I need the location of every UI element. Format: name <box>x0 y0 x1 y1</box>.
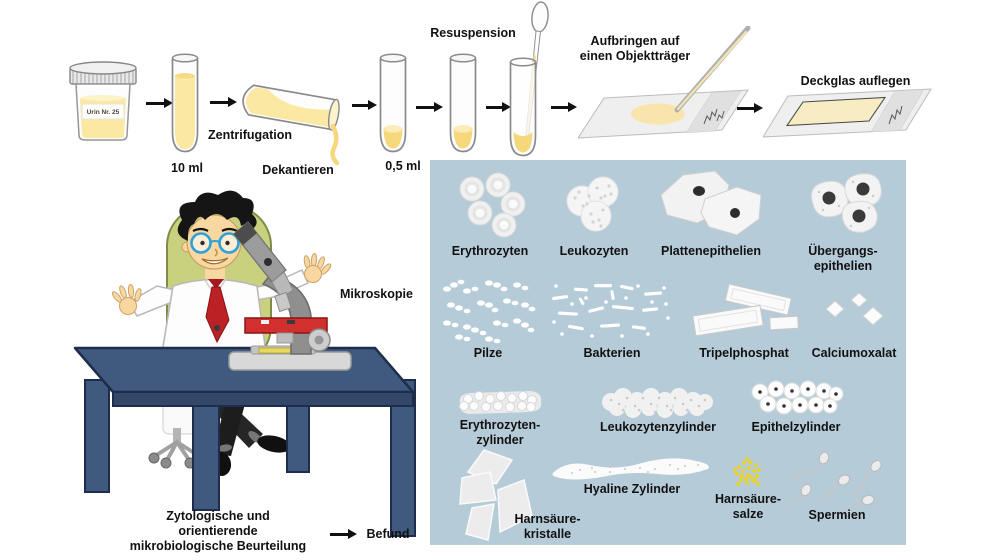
sediment-item-plattenepithelien: Plattenepithelien <box>646 166 776 259</box>
mikroskopie-label: Mikroskopie <box>340 287 413 301</box>
urine-cup-icon: Urin Nr. 25 <box>69 61 137 141</box>
sediment-item-hyaline-zylinder: Hyaline Zylinder <box>548 452 716 497</box>
sediment-item-bakterien: Bakterien <box>544 274 680 361</box>
hair-icon <box>177 190 257 241</box>
arrow-icon <box>210 101 228 104</box>
epithelzylinder-illustration <box>734 378 858 420</box>
step-dekantieren-label: Dekantieren <box>262 163 334 177</box>
tripelphosphat-illustration <box>682 274 806 346</box>
plattenepithelien-illustration <box>646 166 776 244</box>
sediment-item-leukozytenzylinder: Leukozytenzylinder <box>588 384 728 435</box>
sediment-item-harnsaeurekristalle: Harnsäure- kristalle <box>450 448 595 548</box>
volume-initial-label: 10 ml <box>171 161 203 175</box>
step-zentrifugation-label: Zentrifugation <box>207 128 292 142</box>
tube-05ml-icon <box>379 53 407 153</box>
sediment-item-erythrozytenzylinder: Erythrozyten- zylinder <box>442 386 558 448</box>
scientist-figure <box>111 190 332 476</box>
volume-final-label: 0,5 ml <box>385 159 421 173</box>
decant-tube-icon <box>242 84 340 166</box>
leukozytenzylinder-illustration <box>588 384 728 420</box>
spermien-illustration <box>785 451 882 511</box>
tie-icon <box>205 286 230 344</box>
urine-cup-label: Urin Nr. 25 <box>87 109 120 116</box>
calciumoxalat-illustration <box>804 274 904 346</box>
arrow-icon <box>146 102 164 105</box>
sediment-panel: Erythrozyten Leukozyten <box>430 160 906 545</box>
leukozyten-illustration <box>544 166 644 244</box>
sediment-item-leukozyten: Leukozyten <box>544 166 644 259</box>
sediment-item-erythrozyten: Erythrozyten <box>438 166 542 259</box>
arrow-icon <box>330 533 348 536</box>
arrow-icon <box>416 106 434 109</box>
tube-pellet-icon <box>449 53 477 153</box>
slide-drop-icon <box>578 26 751 139</box>
sediment-item-epithelzylinder: Epithelzylinder <box>734 378 858 435</box>
microscope-icon <box>228 221 352 371</box>
sediment-item-uebergangsepithelien: Übergangs- epithelien <box>786 166 900 274</box>
microscopist-cartoon <box>73 190 416 537</box>
assessment-label: Zytologische und orientierende mikrobiol… <box>129 509 307 553</box>
befund-label: Befund <box>366 527 410 541</box>
bakterien-illustration <box>544 274 680 346</box>
harnsaeuresalze-illustration <box>698 456 798 492</box>
erythrozytenzylinder-illustration <box>442 386 558 418</box>
sediment-item-pilze: Pilze <box>432 274 544 361</box>
arrow-icon <box>486 106 502 109</box>
arrow-icon <box>551 106 568 109</box>
harnsaeurekristalle-illustration <box>459 449 533 541</box>
pilze-illustration <box>432 274 544 346</box>
tube-pipette-icon <box>509 1 549 157</box>
slide-coverslip-icon <box>763 88 932 138</box>
step-deckglas-label: Deckglas auflegen <box>800 74 911 88</box>
sediment-item-tripelphosphat: Tripelphosphat <box>682 274 806 361</box>
arrow-icon <box>737 107 754 110</box>
sediment-item-spermien: Spermien <box>782 450 897 534</box>
erythrozyten-illustration <box>438 166 542 244</box>
arrow-icon <box>352 104 368 107</box>
uebergangsepithelien-illustration <box>786 166 900 244</box>
step-apply-label: Aufbringen auf einen Objektträger <box>579 34 691 63</box>
tube-10ml-icon <box>171 53 199 153</box>
hyaline-zylinder-illustration <box>548 452 716 482</box>
sediment-item-harnsaeuresalze: Harnsäure- salze <box>698 456 798 522</box>
step-resuspension-label: Resuspension <box>430 26 516 40</box>
shoe-icon <box>257 435 291 453</box>
sediment-item-calciumoxalat: Calciumoxalat <box>804 274 904 361</box>
